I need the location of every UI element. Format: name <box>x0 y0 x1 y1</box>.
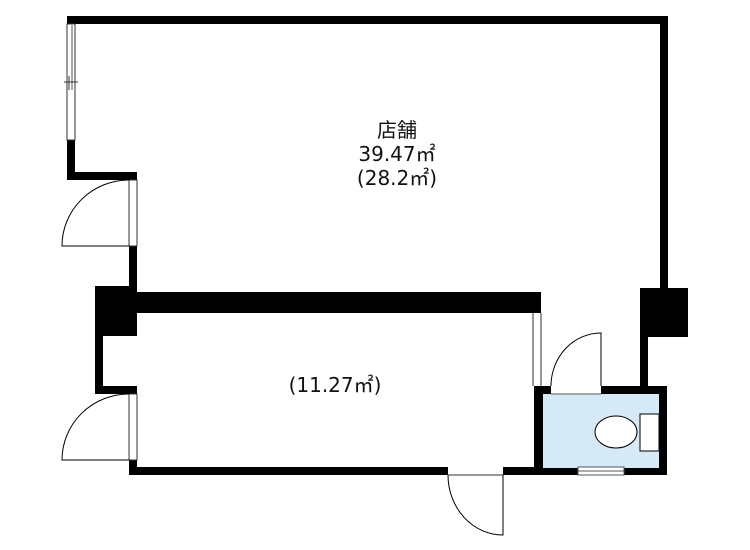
toilet-room <box>534 332 667 476</box>
bottom-wall-left <box>129 467 448 475</box>
openings <box>61 23 542 536</box>
back-room-area: (11.27㎡) <box>288 373 382 397</box>
right-wall <box>660 16 668 291</box>
shop-area: 39.47㎡ <box>358 142 436 166</box>
lower-left-step <box>95 386 137 394</box>
left-wall-mid <box>129 246 137 290</box>
shop-name: 店舗 <box>376 118 417 142</box>
left-wall-upper <box>67 140 75 180</box>
lower-left-wall <box>95 336 103 394</box>
left-step-wall <box>67 172 137 180</box>
toilet-bowl-icon <box>594 415 638 449</box>
door-lower-left-icon <box>61 393 130 461</box>
right-column <box>640 288 688 337</box>
bottom-wall-right <box>503 467 543 475</box>
top-wall <box>67 16 668 24</box>
toilet-door-icon <box>550 332 602 387</box>
shop-room-label: 店舗 39.47㎡ (28.2㎡) <box>357 118 437 190</box>
toilet-tank-icon <box>639 413 660 452</box>
partition-wall <box>137 292 541 313</box>
door-bottom-icon <box>447 474 504 536</box>
walls <box>67 16 688 475</box>
right-lower-wall <box>640 337 648 389</box>
shop-area-alt: (28.2㎡) <box>356 166 438 190</box>
door-upper-left-icon <box>61 179 130 247</box>
left-column <box>95 286 137 336</box>
